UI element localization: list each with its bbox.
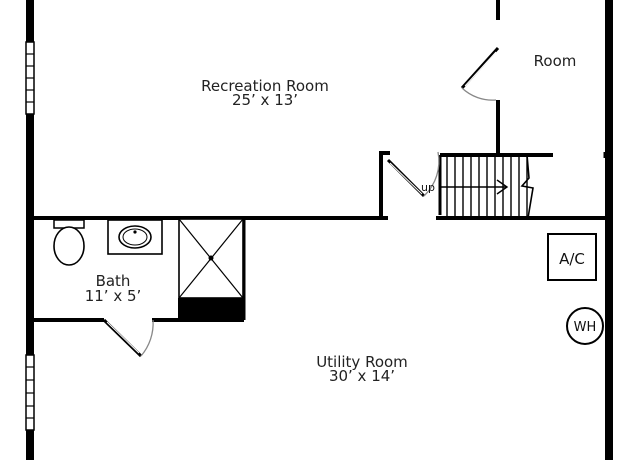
door-swing-icon — [386, 151, 440, 198]
bath-size: 11’ x 5’ — [85, 287, 142, 305]
door-swing-icon — [102, 318, 154, 358]
water-heater-label: WH — [574, 320, 597, 335]
sink-icon — [107, 219, 163, 255]
utility-room-name: Utility Room — [316, 353, 408, 371]
stairs — [438, 152, 607, 219]
ac-label: A/C — [559, 250, 585, 268]
door-swing-icon — [460, 46, 500, 101]
recreation-room-size: 25’ x 13’ — [232, 91, 298, 109]
ac-unit: A/C — [547, 233, 597, 281]
stair-up-label: up — [421, 181, 435, 194]
recreation-room-name: Recreation Room — [201, 77, 329, 95]
stair-door-wall — [379, 151, 390, 218]
shower-icon — [178, 218, 244, 320]
window-icon — [25, 354, 35, 431]
stair-arrow-icon — [440, 179, 509, 195]
window-icon — [25, 41, 35, 115]
utility-room-size: 30’ x 14’ — [329, 367, 395, 385]
toilet-icon — [53, 219, 85, 266]
bath-name: Bath — [96, 272, 131, 290]
room-name: Room — [534, 52, 577, 70]
water-heater: WH — [566, 307, 604, 345]
